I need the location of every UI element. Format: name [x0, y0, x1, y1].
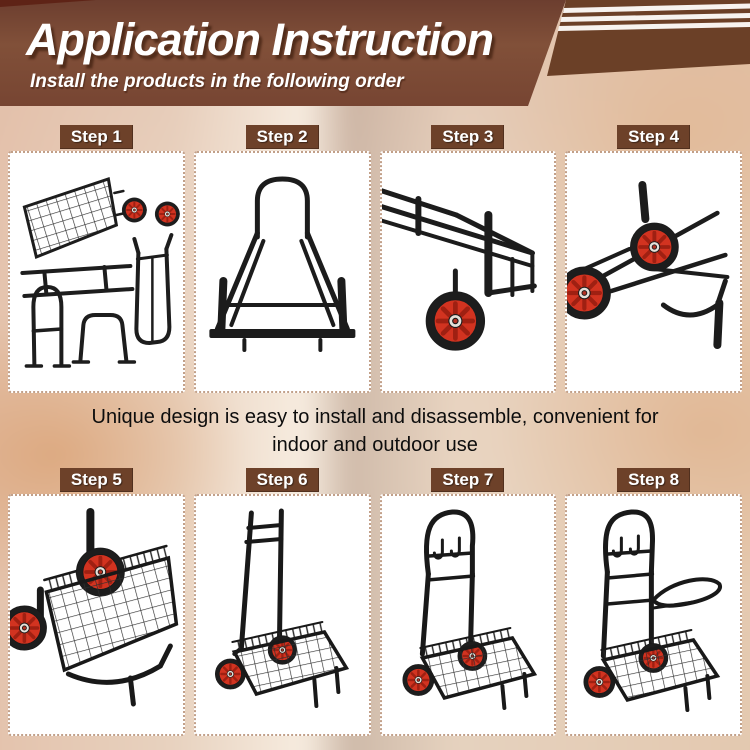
page-title: Application Instruction — [26, 14, 494, 65]
middle-note: Unique design is easy to install and dis… — [0, 403, 750, 459]
header-banner: Application Instruction Install the prod… — [0, 0, 750, 110]
step-4-panel — [565, 151, 742, 393]
step-2-cell: Step 2 — [193, 125, 371, 393]
steps-row-top: Step 1 — [8, 125, 742, 393]
middle-note-line-1: Unique design is easy to install and dis… — [91, 406, 659, 428]
step-5-label: Step 5 — [59, 468, 133, 492]
step-3-label: Step 3 — [431, 125, 505, 149]
step-8-label: Step 8 — [617, 468, 691, 492]
step-1-label: Step 1 — [59, 125, 133, 149]
step-7-label: Step 7 — [431, 468, 505, 492]
step-6-cell: Step 6 — [193, 468, 371, 736]
step-3-cell: Step 3 — [379, 125, 557, 393]
step-1-illustration — [20, 177, 181, 368]
step-4-cell: Step 4 — [565, 125, 742, 393]
step-3-panel — [379, 151, 557, 393]
step-2-label: Step 2 — [245, 125, 319, 149]
step-5-panel — [8, 494, 185, 736]
step-7-panel — [379, 494, 557, 736]
banner-shape — [0, 0, 750, 106]
step-8-cell: Step 8 — [565, 468, 742, 736]
step-1-cell: Step 1 — [8, 125, 185, 393]
step-4-label: Step 4 — [617, 125, 691, 149]
page-subtitle: Install the products in the following or… — [30, 71, 404, 92]
step-7-cell: Step 7 — [379, 468, 557, 736]
step-7-illustration — [401, 509, 537, 710]
step-3-illustration — [381, 188, 537, 391]
step-8-illustration — [582, 509, 723, 712]
step-2-panel — [193, 151, 371, 393]
step-5-cell: Step 5 — [8, 468, 185, 736]
step-8-panel — [565, 494, 742, 736]
step-5-illustration — [10, 508, 179, 707]
step-6-label: Step 6 — [245, 468, 319, 492]
step-6-panel — [193, 494, 371, 736]
step-6-illustration — [213, 508, 349, 708]
step-4-illustration — [567, 181, 730, 349]
middle-note-line-2: indoor and outdoor use — [272, 434, 478, 456]
step-2-illustration — [209, 176, 356, 352]
steps-row-bottom: Step 5 — [8, 468, 742, 736]
step-1-panel — [8, 151, 185, 393]
